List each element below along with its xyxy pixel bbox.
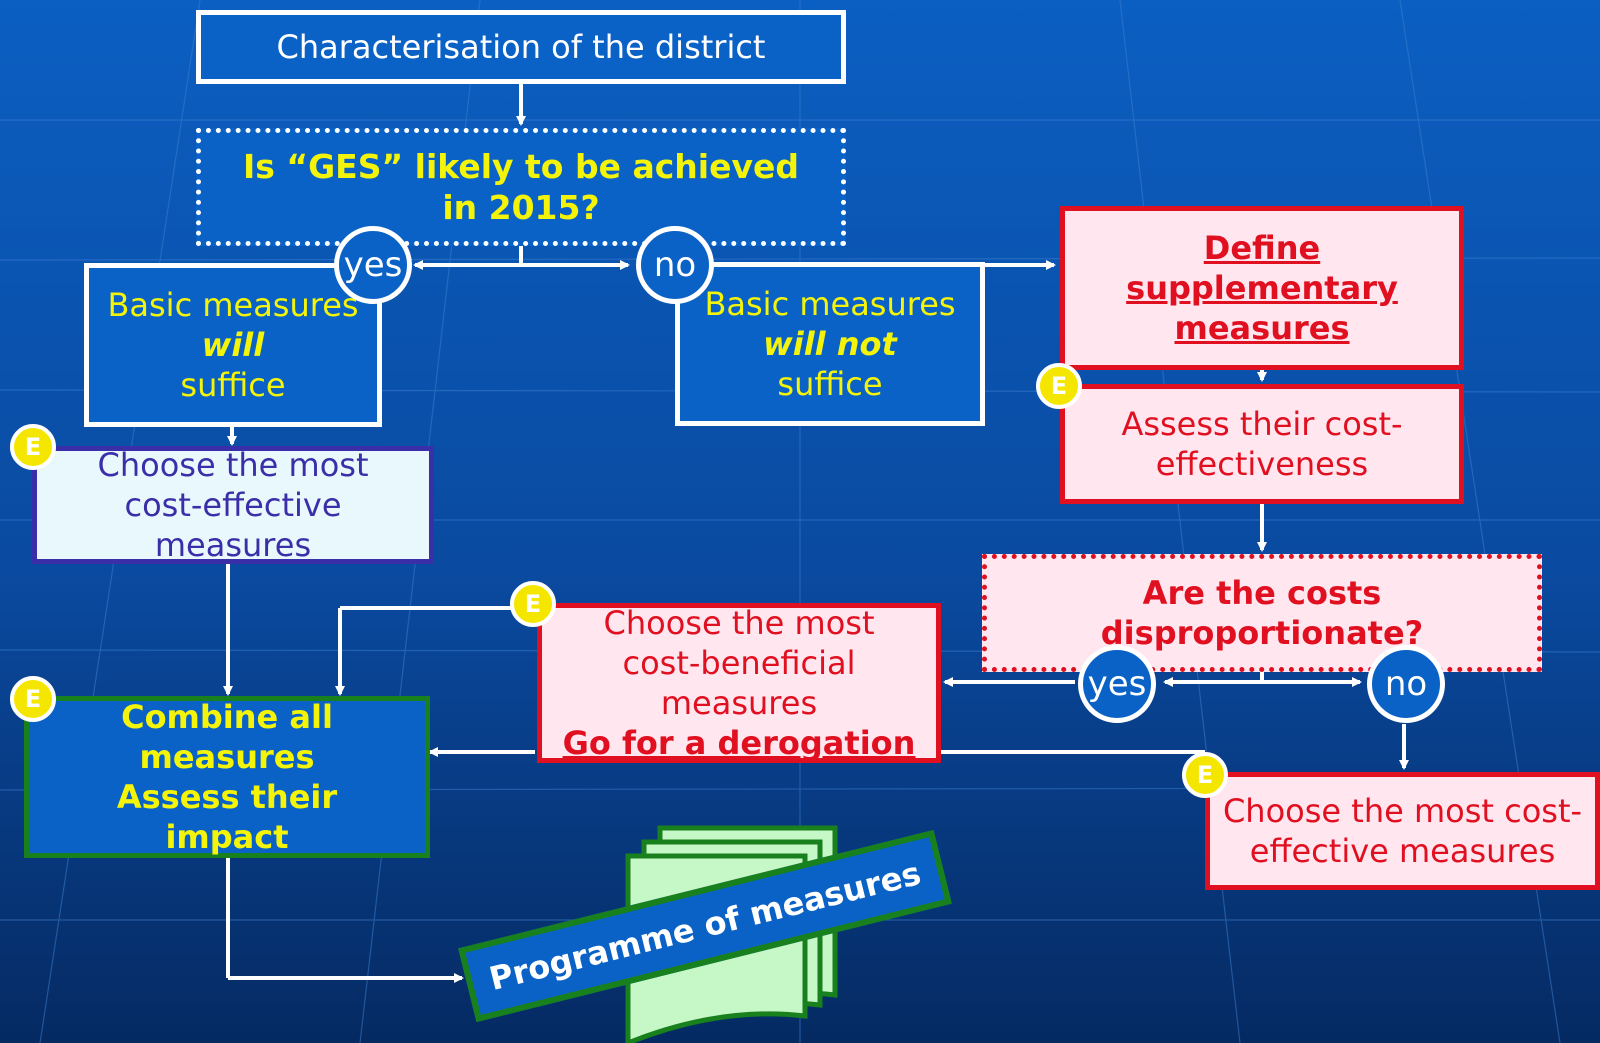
- ges-no-label: no: [653, 245, 697, 285]
- costs-yes-circle: yes: [1078, 645, 1156, 723]
- characterisation-box: Characterisation of the district: [196, 10, 846, 84]
- costs-no-label: no: [1384, 664, 1428, 704]
- define-supplementary-box: Define supplementary measures: [1060, 206, 1464, 370]
- combine-line1: Combine all measures: [121, 698, 333, 776]
- ges-question-label: Is “GES” likely to be achieved in 2015?: [242, 146, 799, 227]
- costs-question-box: Are the costs disproportionate?: [982, 554, 1542, 672]
- choose-cost-effective-right-label: Choose the most cost-effective measures: [1222, 792, 1583, 870]
- ges-question-box: Is “GES” likely to be achieved in 2015?: [196, 128, 846, 246]
- basic-will-not-line1: Basic measures: [704, 285, 956, 323]
- assess-cost-effectiveness-box: Assess their cost-effectiveness: [1060, 384, 1464, 504]
- assess-cost-effectiveness-label: Assess their cost-effectiveness: [1121, 405, 1403, 483]
- e-badge-combine: E: [10, 676, 56, 722]
- e-badge-choose-right: E: [1182, 752, 1228, 798]
- e-badge-cost-beneficial: E: [510, 581, 556, 627]
- basic-will-line1: Basic measures: [107, 286, 359, 324]
- e-badge-choose-left: E: [10, 424, 56, 470]
- choose-cost-beneficial-box: Choose the most cost-beneficial measures…: [537, 603, 941, 763]
- ges-yes-circle: yes: [334, 226, 412, 304]
- basic-will-not-line2: will not: [763, 325, 897, 363]
- costs-yes-label: yes: [1087, 664, 1147, 704]
- e-badge-assess: E: [1036, 363, 1082, 409]
- characterisation-label: Characterisation of the district: [276, 28, 766, 66]
- choose-cost-beneficial-label: Choose the most cost-beneficial measures: [603, 604, 875, 722]
- combine-line2: Assess their impact: [116, 778, 338, 856]
- define-supplementary-label: Define supplementary measures: [1126, 229, 1398, 347]
- basic-measures-will-box: Basic measures will suffice: [84, 263, 382, 427]
- basic-will-not-line3: suffice: [777, 365, 883, 403]
- basic-will-line3: suffice: [180, 366, 286, 404]
- choose-cost-effective-right-box: Choose the most cost-effective measures: [1205, 772, 1600, 890]
- basic-will-line2: will: [201, 326, 265, 364]
- choose-cost-effective-left-label: Choose the most cost-effective measures: [97, 446, 369, 564]
- choose-cost-effective-left-box: Choose the most cost-effective measures: [32, 446, 434, 564]
- costs-question-label: Are the costs disproportionate?: [1100, 574, 1424, 652]
- costs-no-circle: no: [1367, 645, 1445, 723]
- combine-measures-box: Combine all measures Assess their impact: [24, 696, 430, 858]
- ges-no-circle: no: [636, 226, 714, 304]
- ges-yes-label: yes: [343, 245, 403, 285]
- derogation-label: Go for a derogation: [562, 724, 916, 762]
- basic-measures-will-not-box: Basic measures will not suffice: [675, 262, 985, 426]
